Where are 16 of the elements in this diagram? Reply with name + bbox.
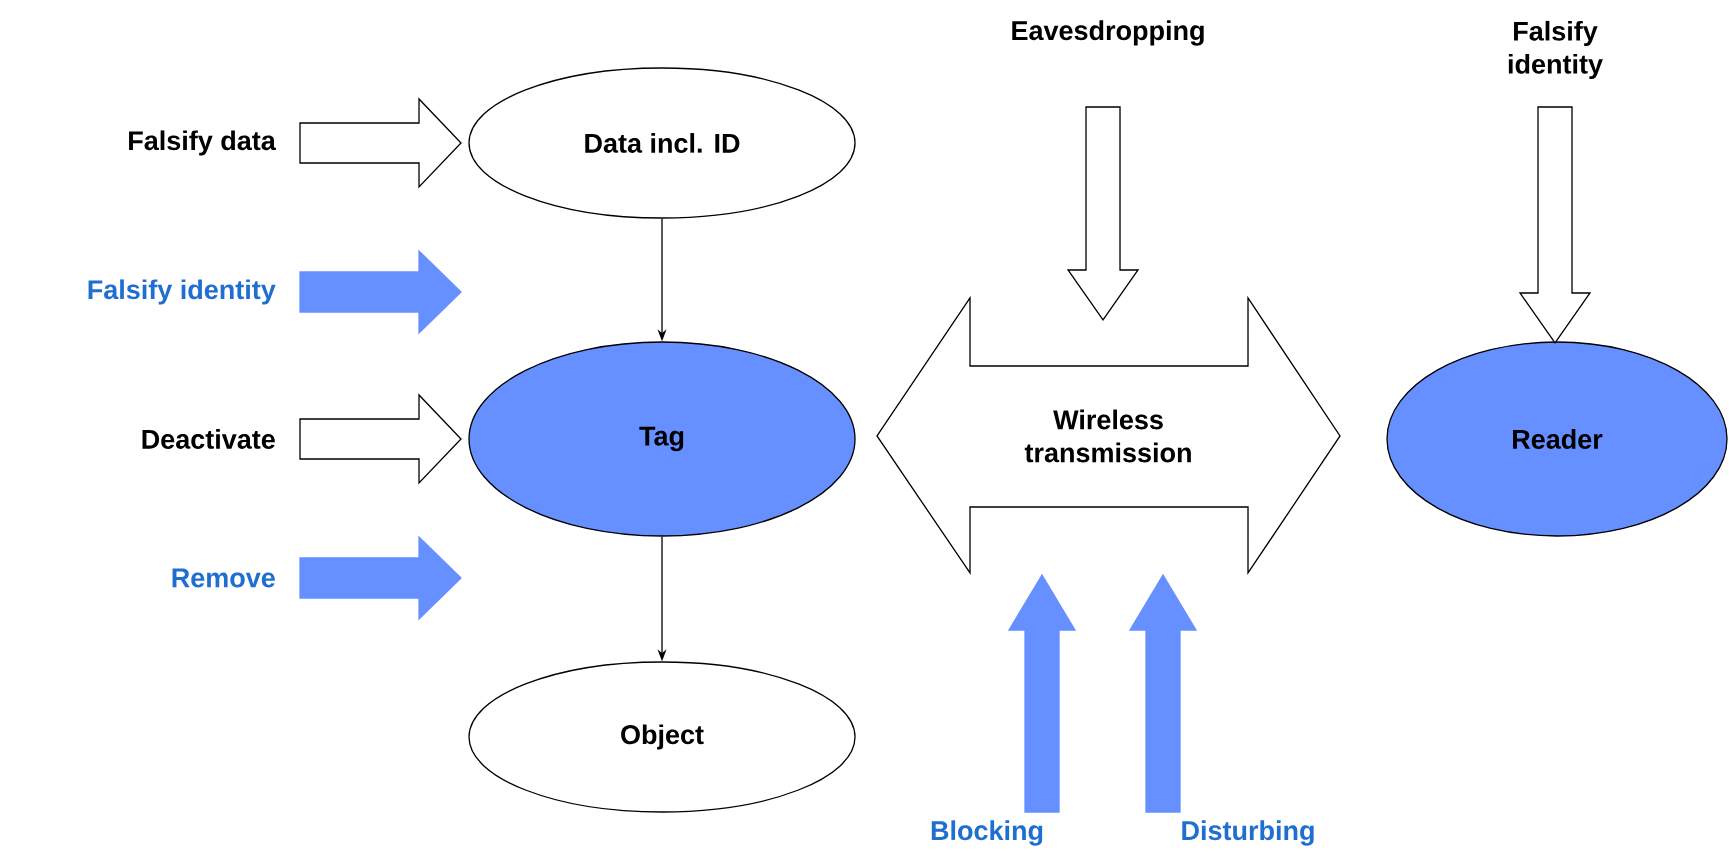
attack-label: Falsify identity	[88, 279, 276, 305]
block-arrow	[299, 393, 462, 485]
block-arrow	[299, 535, 462, 621]
attack-label: Falsify data	[129, 130, 276, 156]
attack-label: Falsify identity	[1508, 20, 1603, 80]
block-arrow	[1066, 106, 1140, 322]
attack-label: Disturbing	[1182, 820, 1314, 846]
attack-label: Blocking	[931, 820, 1043, 846]
block-arrow	[299, 97, 462, 189]
block-arrow	[299, 249, 462, 335]
attack-label: Eavesdropping	[1012, 20, 1204, 46]
block-arrow	[1518, 106, 1592, 345]
block-arrow	[1128, 573, 1198, 813]
attack-label: Remove	[172, 568, 275, 588]
attack-label: Deactivate	[142, 429, 275, 449]
block-arrow	[1007, 573, 1077, 813]
